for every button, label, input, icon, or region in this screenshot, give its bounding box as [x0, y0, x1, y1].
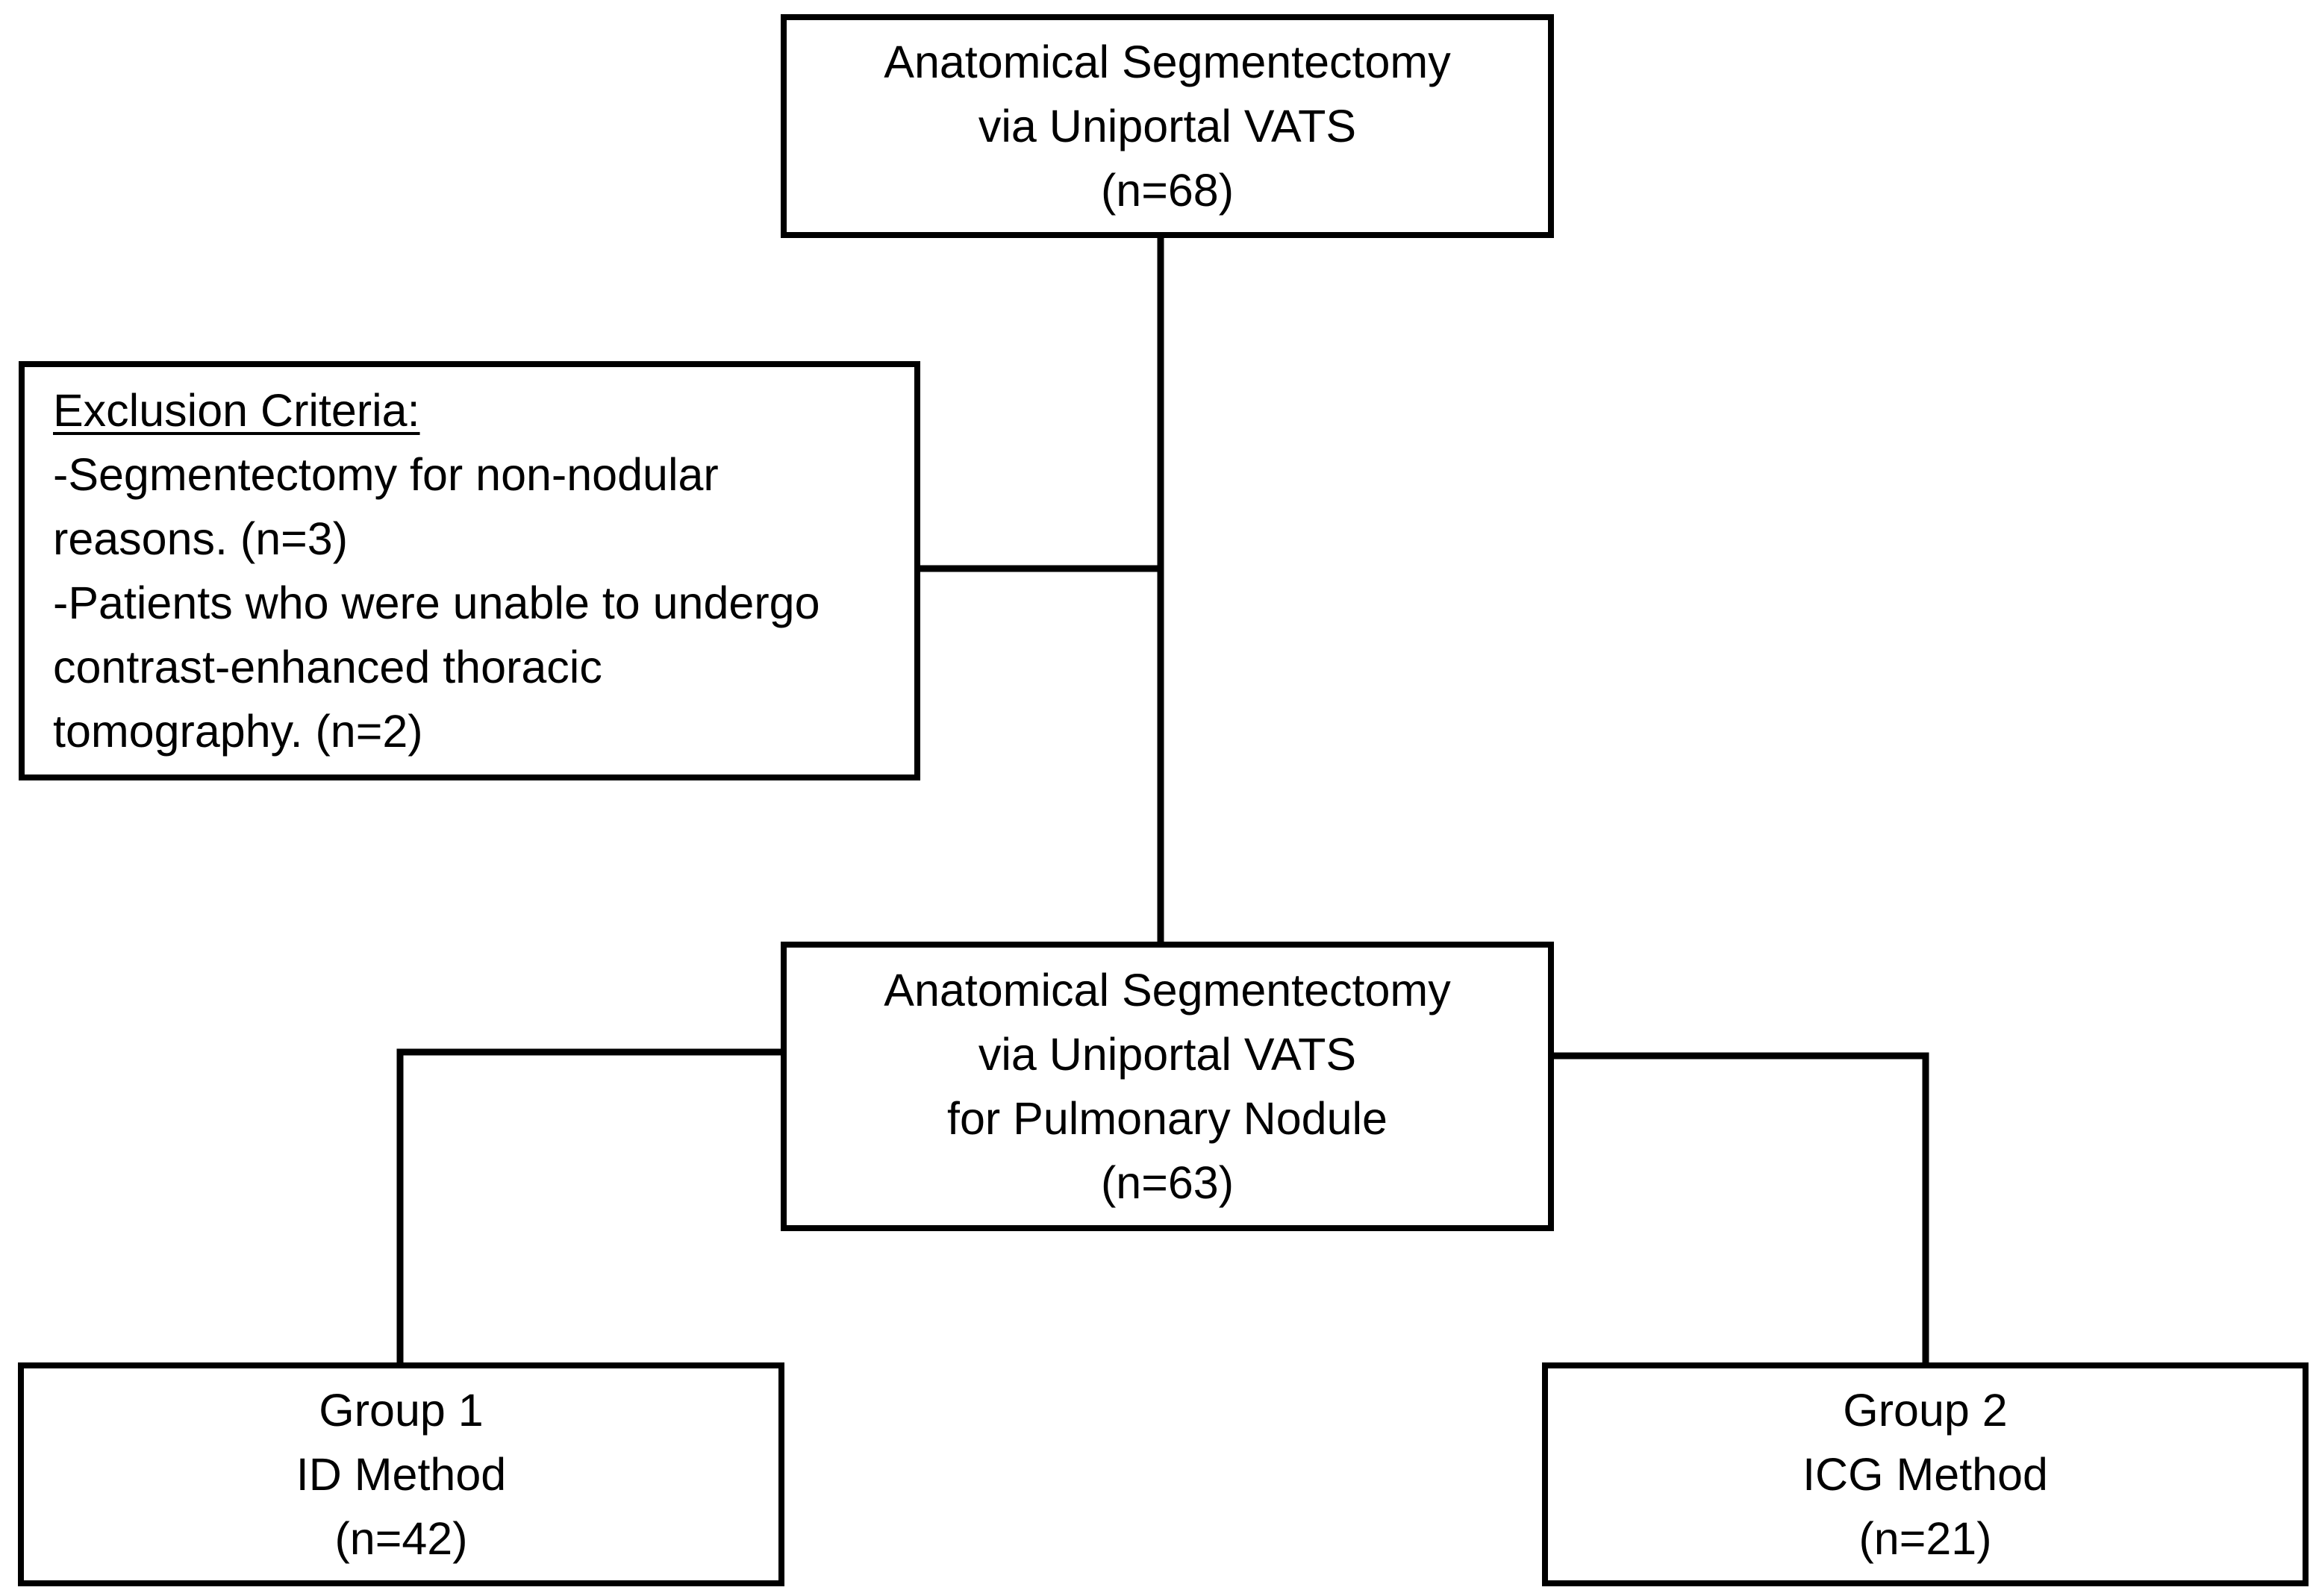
group-1-box: Group 1 ID Method (n=42) [18, 1362, 784, 1586]
group-1-title: Group 1 [319, 1385, 484, 1436]
group-2-box: Group 2 ICG Method (n=21) [1542, 1362, 2309, 1586]
middle-box-pulmonary-nodule: Anatomical Segmentectomy via Uniportal V… [781, 942, 1554, 1231]
group-2-count: (n=21) [1858, 1513, 1992, 1564]
exclusion-heading: Exclusion Criteria: [53, 385, 420, 436]
top-box-line-1: Anatomical Segmentectomy [884, 37, 1451, 87]
top-box-count: (n=68) [1100, 165, 1234, 216]
group-2-title: Group 2 [1843, 1385, 2008, 1436]
connector-middle-to-group1 [396, 1048, 781, 1362]
exclusion-item-2-line-3: tomography. (n=2) [53, 706, 423, 757]
middle-box-count: (n=63) [1100, 1157, 1234, 1208]
exclusion-item-2-line-1: -Patients who were unable to undergo [53, 578, 820, 628]
exclusion-criteria-box: Exclusion Criteria: -Segmentectomy for n… [19, 361, 920, 780]
group-2-method: ICG Method [1802, 1449, 2048, 1500]
top-box-line-2: via Uniportal VATS [978, 101, 1357, 151]
group-1-method: ID Method [296, 1449, 507, 1500]
connector-middle-to-group2 [1554, 1052, 1929, 1362]
middle-box-line-3: for Pulmonary Nodule [947, 1093, 1388, 1144]
exclusion-item-2-line-2: contrast-enhanced thoracic [53, 642, 602, 692]
exclusion-item-1-line-1: -Segmentectomy for non-nodular [53, 449, 719, 500]
middle-box-line-1: Anatomical Segmentectomy [884, 965, 1451, 1016]
group-1-count: (n=42) [334, 1513, 468, 1564]
top-box-all-segmentectomies: Anatomical Segmentectomy via Uniportal V… [781, 14, 1554, 238]
exclusion-item-1-line-2: reasons. (n=3) [53, 513, 349, 564]
middle-box-line-2: via Uniportal VATS [978, 1029, 1357, 1080]
